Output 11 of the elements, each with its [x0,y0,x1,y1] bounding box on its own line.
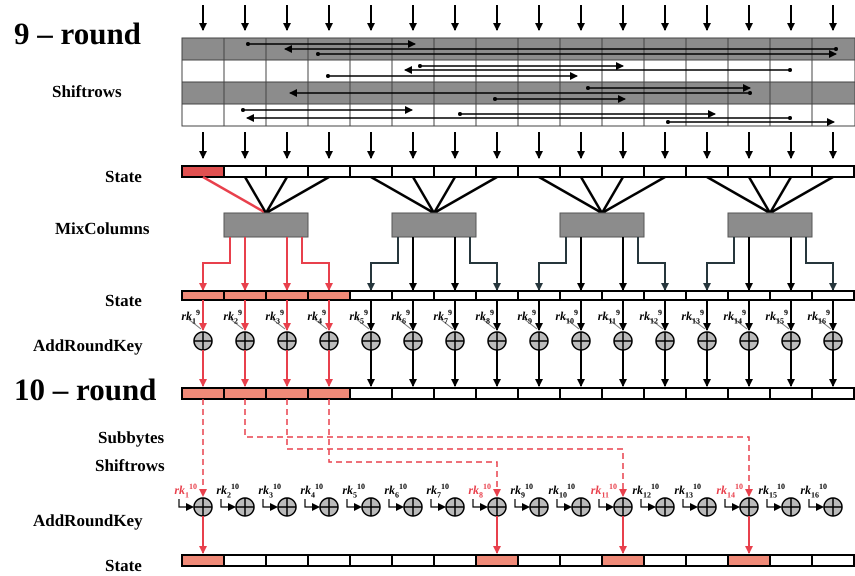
step-label: State [105,168,142,185]
step-label: Shiftrows [95,457,165,474]
step-label: Shiftrows [52,83,122,100]
round-heading: 10 – round [14,374,156,405]
step-label: MixColumns [55,220,150,237]
round-heading: 9 – round [14,18,141,49]
step-label: AddRoundKey [33,512,143,529]
step-label: Subbytes [98,429,164,446]
step-label: State [105,292,142,309]
step-label: State [105,557,142,574]
step-label: AddRoundKey [33,337,143,354]
